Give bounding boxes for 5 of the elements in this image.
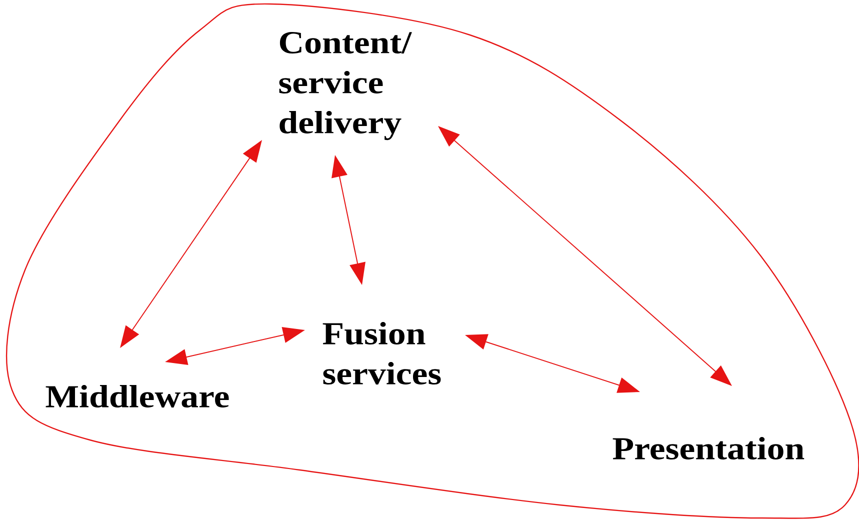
outline-shape (6, 3, 859, 519)
node-label: Presentation (612, 437, 804, 460)
node-label: Middleware (46, 385, 229, 408)
node-label: Fusion services (322, 322, 441, 384)
node-label: Content/ service delivery (279, 32, 412, 140)
